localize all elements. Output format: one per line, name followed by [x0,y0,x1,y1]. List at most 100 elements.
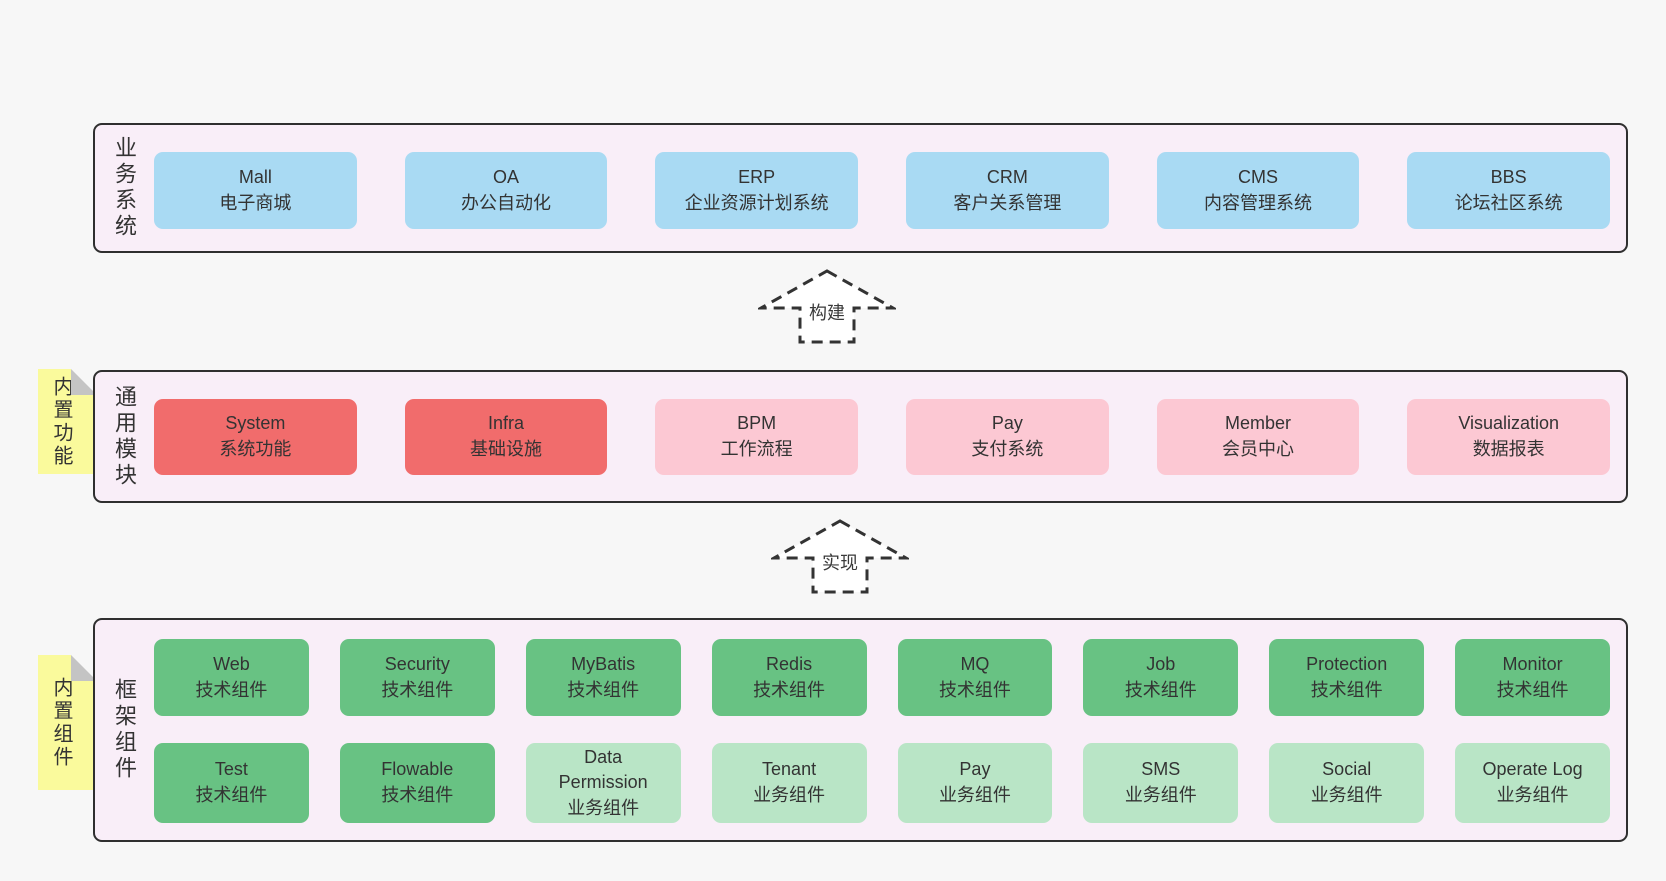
card-infra: Infra 基础设施 [404,399,608,475]
card-social: Social 业务组件 [1269,743,1425,823]
card-desc: 支付系统 [971,439,1044,459]
card-name: Redis [766,653,813,674]
card-name: Security [384,653,450,674]
card-protection: Protection 技术组件 [1269,639,1425,716]
card-name: SMS [1141,759,1181,780]
sticky-note-built-in-components: 内置组件 [38,655,97,790]
sticky-note-built-in-features: 内置功能 [38,369,97,474]
card-desc: 企业资源计划系统 [684,192,829,213]
sticky-note-label: 内置功能 [50,375,72,468]
card-crm: CRM 客户关系管理 [906,152,1109,229]
card-desc: 技术组件 [567,679,640,700]
card-member: Member 会员中心 [1156,399,1360,475]
business-card-row: Mall 电子商城 OA 办公自动化 ERP 企业资源计划系统 CRM 客户关系… [154,152,1611,229]
card-name: BBS [1490,166,1527,187]
components-card-row-1: Web 技术组件 Security 技术组件 MyBatis 技术组件 Redi… [154,639,1610,716]
arrow-implement: 实现 [771,518,909,595]
card-desc: 业务组件 [567,797,640,818]
card-name: Member [1225,413,1292,434]
card-desc: 工作流程 [720,439,793,459]
card-name: BPM [737,413,777,434]
card-monitor: Monitor 技术组件 [1455,639,1610,716]
card-desc: 技术组件 [195,679,268,700]
card-desc: 技术组件 [381,785,454,805]
card-web: Web 技术组件 [154,639,309,716]
card-name: ERP [738,166,776,187]
card-desc: 技术组件 [1310,679,1383,700]
components-card-row-2: Test 技术组件 Flowable 技术组件 Data Permission … [154,743,1610,823]
card-name: Flowable [381,759,454,780]
card-desc: 系统功能 [219,439,292,459]
card-system: System 系统功能 [154,399,357,475]
card-desc: 会员中心 [1222,439,1295,459]
card-desc: 技术组件 [1496,679,1569,700]
card-operate-log: Operate Log 业务组件 [1455,743,1610,823]
card-tenant: Tenant 业务组件 [711,743,867,823]
card-security: Security 技术组件 [339,639,495,716]
card-desc: 基础设施 [470,439,542,459]
card-pay-component: Pay 业务组件 [897,743,1053,823]
card-data-permission: Data Permission 业务组件 [525,743,681,823]
card-mybatis: MyBatis 技术组件 [525,639,681,716]
card-name: Web [213,653,250,674]
card-desc: 内容管理系统 [1204,192,1313,213]
panel-framework-components: 框架组件 Web 技术组件 Security 技术组件 MyBatis 技术组件… [93,618,1628,842]
card-name: OA [493,166,520,187]
card-name: Monitor [1502,653,1563,674]
card-desc: 业务组件 [938,785,1011,805]
card-oa: OA 办公自动化 [404,152,608,229]
card-desc: 业务组件 [1124,785,1197,805]
card-bpm: BPM 工作流程 [655,399,859,475]
panel-title-common-modules: 通用模块 [112,384,137,489]
modules-card-row: System 系统功能 Infra 基础设施 BPM 工作流程 Pay 支付系统… [154,399,1611,475]
card-erp: ERP 企业资源计划系统 [655,152,859,229]
card-name: MQ [960,653,990,674]
card-desc: 技术组件 [381,679,454,700]
card-desc: 论坛社区系统 [1454,192,1563,213]
card-flowable: Flowable 技术组件 [339,743,495,823]
card-desc: 技术组件 [938,679,1011,700]
card-desc: 业务组件 [1496,785,1569,805]
card-name: Social [1322,759,1372,780]
card-test: Test 技术组件 [154,743,309,823]
card-bbs: BBS 论坛社区系统 [1407,152,1611,229]
card-name: CMS [1238,166,1279,187]
card-desc: 数据报表 [1472,439,1545,459]
card-name: MyBatis [571,653,636,674]
card-name: Pay [991,413,1023,434]
card-name: CRM [986,166,1028,187]
arrow-implement-label: 实现 [819,548,861,577]
arrow-build-label: 构建 [806,298,848,327]
card-desc: 业务组件 [753,785,826,805]
panel-common-modules: 通用模块 System 系统功能 Infra 基础设施 BPM 工作流程 Pay… [93,370,1628,503]
card-name: Mall [238,166,272,187]
card-desc: 技术组件 [753,679,826,700]
arrow-build: 构建 [758,268,896,345]
card-name: Pay [959,759,991,780]
card-desc: 技术组件 [195,785,268,805]
card-name: Protection [1306,653,1388,674]
card-name: Infra [487,413,525,434]
card-name: Job [1146,653,1176,674]
card-pay-system: Pay 支付系统 [906,399,1109,475]
card-cms: CMS 内容管理系统 [1156,152,1360,229]
card-name: Test [214,759,248,780]
card-name: Data Permission [558,746,648,793]
card-job: Job 技术组件 [1083,639,1239,716]
card-name: Visualization [1458,413,1560,434]
card-name: Operate Log [1482,759,1583,780]
card-desc: 电子商城 [219,192,292,213]
panel-title-framework-components: 框架组件 [112,678,137,782]
card-desc: 业务组件 [1310,785,1383,805]
card-name: System [225,413,286,434]
card-visualization: Visualization 数据报表 [1407,399,1611,475]
card-desc: 办公自动化 [461,192,551,213]
card-name: Tenant [762,759,817,780]
panel-title-business-systems: 业务系统 [112,136,137,240]
card-sms: SMS 业务组件 [1083,743,1239,823]
card-desc: 客户关系管理 [953,192,1062,213]
card-desc: 技术组件 [1124,679,1197,700]
card-mq: MQ 技术组件 [897,639,1053,716]
card-redis: Redis 技术组件 [711,639,867,716]
panel-business-systems: 业务系统 Mall 电子商城 OA 办公自动化 ERP 企业资源计划系统 CRM… [93,123,1628,253]
